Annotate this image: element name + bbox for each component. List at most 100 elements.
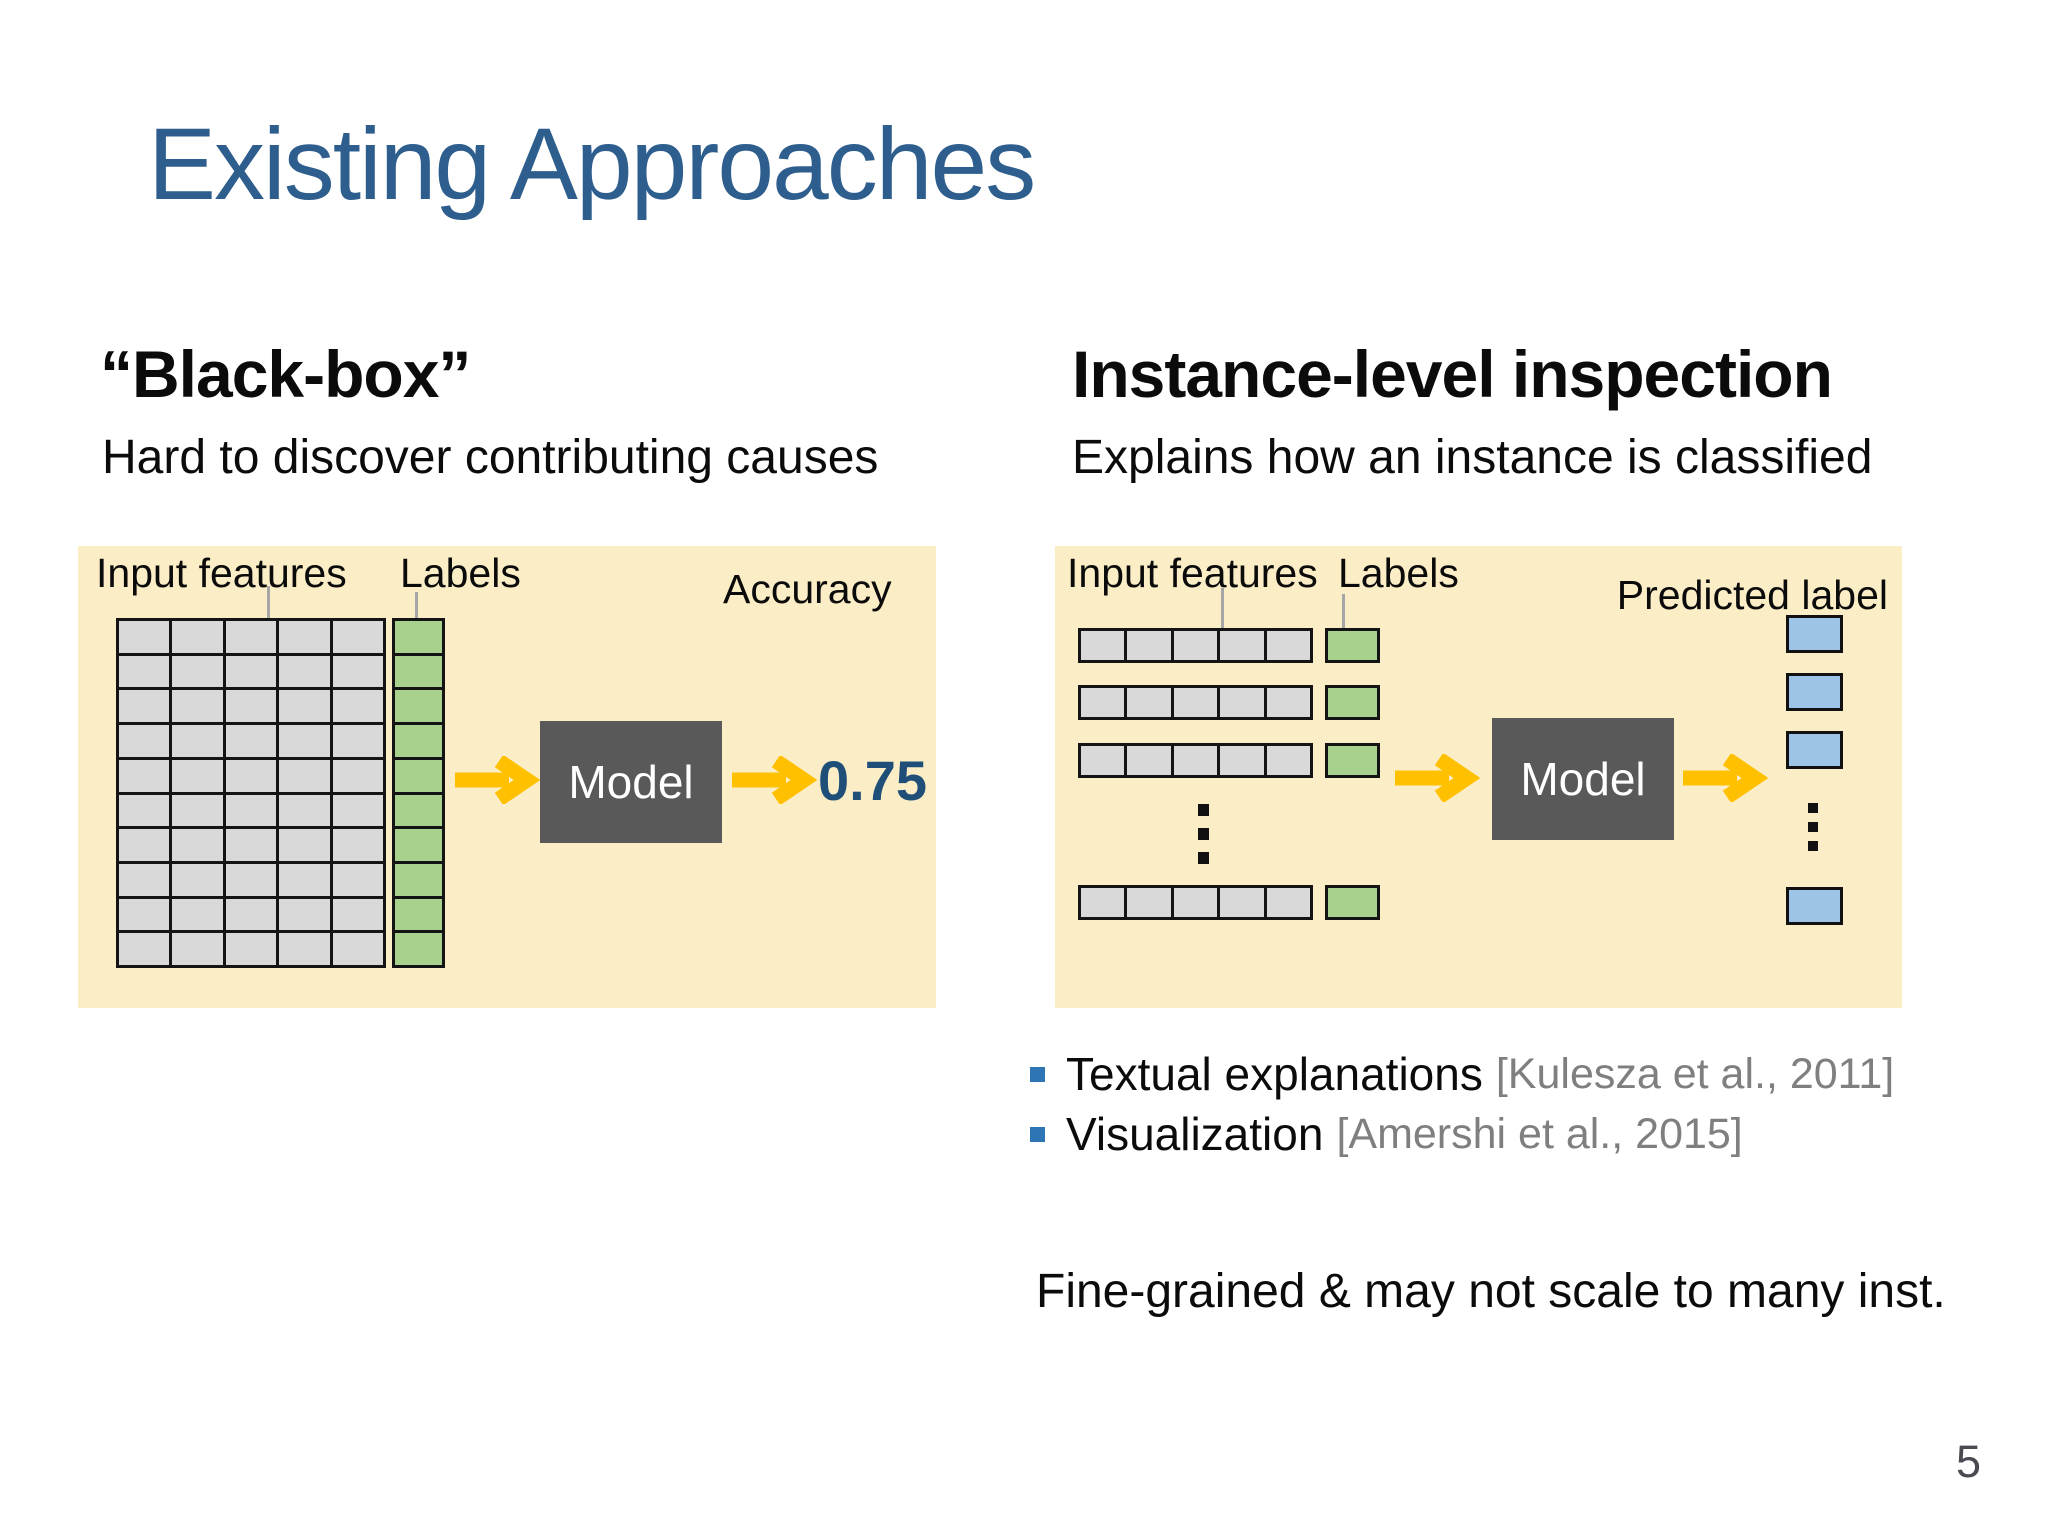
matrix-cell bbox=[279, 759, 330, 792]
matrix-cell bbox=[119, 829, 170, 861]
instance-inspection-diagram: Input features Labels Predicted label Mo… bbox=[1055, 546, 1902, 1008]
matrix-cell bbox=[332, 794, 383, 827]
bullet-citation: [Amershi et al., 2015] bbox=[1336, 1109, 1743, 1158]
matrix-cell bbox=[172, 829, 223, 861]
model-box: Model bbox=[1492, 718, 1674, 840]
matrix-cell bbox=[172, 933, 223, 965]
matrix-cell bbox=[225, 898, 277, 931]
matrix-cell bbox=[332, 621, 383, 653]
matrix-cell bbox=[1173, 746, 1218, 775]
instance-row bbox=[1078, 743, 1313, 778]
matrix-cell bbox=[119, 725, 170, 757]
matrix-cell bbox=[332, 655, 383, 688]
model-label: Model bbox=[568, 756, 694, 808]
matrix-cell bbox=[395, 655, 442, 688]
matrix-cell bbox=[1173, 688, 1218, 717]
labels-label: Labels bbox=[400, 550, 521, 596]
predicted-label: Predicted label bbox=[1616, 572, 1888, 618]
matrix-cell bbox=[1220, 631, 1264, 660]
flow-arrow-icon bbox=[732, 756, 818, 804]
matrix-cell bbox=[1081, 631, 1125, 660]
left-heading: “Black-box” bbox=[100, 337, 471, 411]
matrix-cell bbox=[1127, 746, 1171, 775]
matrix-cell bbox=[119, 933, 170, 965]
bullet-list: Textual explanations [Kulesza et al., 20… bbox=[1030, 1044, 1894, 1164]
page-title: Existing Approaches bbox=[148, 107, 1036, 221]
matrix-cell bbox=[1266, 688, 1310, 717]
labels-label: Labels bbox=[1338, 550, 1459, 596]
matrix-cell bbox=[1173, 888, 1218, 917]
matrix-cell bbox=[332, 933, 383, 965]
matrix-cell bbox=[395, 898, 442, 931]
matrix-cell bbox=[225, 725, 277, 757]
instance-row bbox=[1078, 885, 1313, 920]
matrix-cell bbox=[1081, 888, 1125, 917]
matrix-cell bbox=[119, 794, 170, 827]
matrix-cell bbox=[1266, 631, 1310, 660]
matrix-cell bbox=[1173, 631, 1218, 660]
matrix-cell bbox=[279, 725, 330, 757]
predicted-label-box bbox=[1786, 615, 1843, 653]
instance-row bbox=[1078, 685, 1313, 720]
matrix-cell bbox=[279, 933, 330, 965]
matrix-cell bbox=[332, 690, 383, 723]
bullet-text: Textual explanations bbox=[1066, 1048, 1483, 1100]
matrix-cell bbox=[119, 863, 170, 896]
matrix-cell bbox=[172, 863, 223, 896]
connector-line bbox=[267, 586, 270, 618]
predicted-label-box bbox=[1786, 673, 1843, 711]
matrix-cell bbox=[1220, 746, 1264, 775]
matrix-cell bbox=[395, 863, 442, 896]
matrix-cell bbox=[119, 655, 170, 688]
predicted-label-box bbox=[1786, 731, 1843, 769]
matrix-cell bbox=[279, 829, 330, 861]
matrix-cell bbox=[1127, 888, 1171, 917]
matrix-cell bbox=[332, 725, 383, 757]
matrix-cell bbox=[332, 863, 383, 896]
matrix-cell bbox=[1220, 888, 1264, 917]
matrix-cell bbox=[279, 690, 330, 723]
flow-arrow-icon bbox=[1395, 754, 1481, 802]
matrix-cell bbox=[395, 829, 442, 861]
matrix-cell bbox=[1081, 746, 1125, 775]
matrix-cell bbox=[1220, 688, 1264, 717]
matrix-cell bbox=[395, 794, 442, 827]
matrix-cell bbox=[225, 759, 277, 792]
right-subtitle: Explains how an instance is classified bbox=[1072, 431, 1873, 484]
matrix-cell bbox=[395, 690, 442, 723]
input-features-label: Input features bbox=[1067, 550, 1318, 596]
instance-label-cell bbox=[1325, 743, 1380, 778]
matrix-cell bbox=[119, 690, 170, 723]
matrix-cell bbox=[172, 655, 223, 688]
instance-label-cell bbox=[1325, 685, 1380, 720]
left-subtitle: Hard to discover contributing causes bbox=[102, 431, 879, 484]
matrix-cell bbox=[279, 655, 330, 688]
accuracy-label: Accuracy bbox=[723, 566, 892, 612]
matrix-cell bbox=[1266, 746, 1310, 775]
matrix-cell bbox=[279, 794, 330, 827]
matrix-cell bbox=[1081, 688, 1125, 717]
matrix-cell bbox=[172, 725, 223, 757]
connector-line bbox=[1342, 594, 1345, 628]
connector-line bbox=[415, 592, 418, 618]
matrix-cell bbox=[225, 655, 277, 688]
matrix-cell bbox=[395, 725, 442, 757]
matrix-cell bbox=[395, 759, 442, 792]
matrix-cell bbox=[225, 829, 277, 861]
matrix-cell bbox=[395, 621, 442, 653]
matrix-cell bbox=[225, 794, 277, 827]
matrix-cell bbox=[172, 621, 223, 653]
matrix-cell bbox=[332, 759, 383, 792]
instance-label-cell bbox=[1325, 885, 1380, 920]
bullet-citation: [Kulesza et al., 2011] bbox=[1495, 1049, 1895, 1098]
matrix-cell bbox=[172, 794, 223, 827]
matrix-cell bbox=[1266, 888, 1310, 917]
list-item: Visualization [Amershi et al., 2015] bbox=[1030, 1104, 1894, 1164]
matrix-cell bbox=[279, 863, 330, 896]
matrix-cell bbox=[1127, 631, 1171, 660]
black-box-diagram: Input features Labels Accuracy Model 0.7… bbox=[78, 546, 936, 1008]
matrix-cell bbox=[225, 621, 277, 653]
bullet-text: Visualization bbox=[1066, 1108, 1324, 1160]
left-feature-matrix bbox=[116, 618, 386, 968]
